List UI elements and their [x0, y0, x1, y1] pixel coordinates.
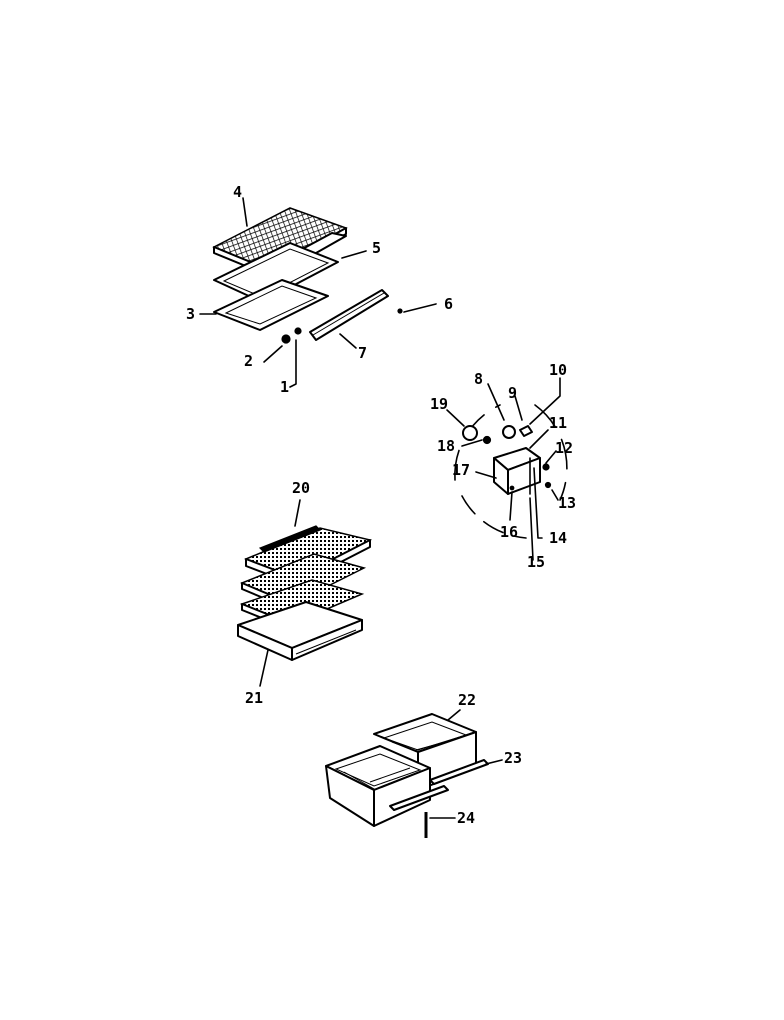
top-shelf-assembly: [212, 207, 403, 344]
nut-13: [544, 481, 552, 489]
screw-12: [542, 463, 550, 471]
glass-shelf-4-rail: [295, 629, 357, 655]
drawer-rail-lower: [389, 785, 449, 811]
locator-arc-bottom: [461, 495, 527, 539]
glass-shelf-4-side: [291, 619, 363, 661]
drawer-front-opening: [334, 753, 422, 787]
callout-2: 2: [244, 352, 253, 370]
callout-15: 15: [527, 553, 545, 571]
callout-16: 16: [500, 523, 518, 541]
callout-19: 19: [430, 395, 448, 413]
glass-shelf-assembly: [237, 525, 373, 661]
callout-4: 4: [233, 183, 242, 201]
leader-lines: [199, 197, 561, 819]
callout-20: 20: [292, 479, 310, 497]
callout-7: 7: [358, 344, 367, 362]
callout-5: 5: [372, 239, 381, 257]
callout-23: 23: [504, 749, 522, 767]
callout-3: 3: [186, 305, 195, 323]
callout-13: 13: [558, 494, 576, 512]
callout-10: 10: [549, 361, 567, 379]
locator-arc-right: [534, 404, 568, 501]
crisper-drawer-assembly: [325, 713, 489, 838]
callout-8: 8: [474, 370, 483, 388]
clip-1: [294, 327, 302, 335]
drawer-front-face: [373, 767, 431, 827]
callout-1: 1: [280, 378, 289, 396]
callout-12: 12: [555, 439, 573, 457]
callout-21: 21: [245, 689, 263, 707]
callout-22: 22: [458, 691, 476, 709]
callout-labels: 4 5 3 6 2 7 1 8 9 10 19 11 18 12 17 13 1…: [186, 183, 576, 827]
screw-6: [397, 308, 403, 314]
knob-8: [502, 425, 516, 439]
knob-9: [519, 425, 533, 437]
callout-18: 18: [437, 437, 455, 455]
drawer-front-inner: [343, 767, 411, 791]
bulb-18: [482, 435, 492, 445]
callout-9: 9: [508, 384, 517, 402]
callout-17: 17: [452, 461, 470, 479]
control-assembly: [454, 404, 568, 539]
callout-14: 14: [549, 529, 567, 547]
callout-24: 24: [457, 809, 475, 827]
shelf-panel-middle-inner: [222, 248, 330, 298]
shelf-panel-base-inner: [224, 285, 318, 325]
glass-shelf-1-trim: [258, 525, 322, 553]
callout-6: 6: [444, 295, 453, 313]
callout-11: 11: [549, 414, 567, 432]
pin-16: [509, 485, 515, 491]
washer-2: [281, 334, 291, 344]
shelf-rail-groove: [312, 292, 385, 336]
knob-19: [462, 425, 478, 441]
shelf-panel-middle: [213, 242, 339, 303]
